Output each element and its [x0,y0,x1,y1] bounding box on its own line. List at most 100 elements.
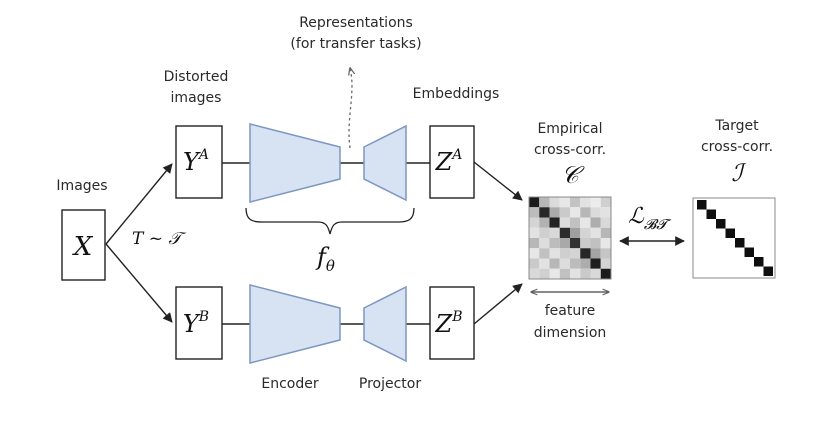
empirical-matrix-cell [570,258,581,269]
transform-label: T ~ 𝒯 [132,229,186,249]
distorted-images-label-line2: images [171,90,222,106]
empirical-matrix-cell [600,227,611,238]
embedding-b-symbol: ZB [435,309,463,338]
encoder-label: Encoder [261,376,318,392]
projector-label: Projector [359,376,421,392]
empirical-matrix-cell [529,207,540,218]
f-theta-symbol: fθ [315,243,335,275]
embedding-b-box [429,286,475,360]
arrow-x-to-yb [105,243,173,323]
target-matrix-cell [735,238,745,248]
embedding-a-symbol: ZA [435,147,463,176]
arrow-zb-to-cross-corr [473,283,523,325]
empirical-matrix-cell [590,248,601,259]
empirical-matrix-cell [570,197,581,208]
target-matrix-cell [763,266,773,276]
empirical-matrix-cell [600,238,611,249]
empirical-matrix-cell [570,227,581,238]
empirical-matrix-cell [600,268,611,279]
empirical-matrix-cell [559,197,570,208]
empirical-matrix-cell [570,217,581,228]
empirical-matrix-cell [549,248,560,259]
empirical-matrix-cell [549,258,560,269]
empirical-matrix-cell [549,227,560,238]
projector-a [363,124,407,202]
empirical-matrix-cell [529,248,540,259]
distorted-image-a-box [175,125,223,199]
empirical-matrix-cell [529,217,540,228]
empirical-matrix-cell [590,197,601,208]
distorted-image-a-symbol: YA [183,147,209,176]
empirical-matrix-cell [539,248,550,259]
target-cross-corr-matrix [697,200,773,276]
empirical-matrix-cell [529,197,540,208]
empirical-matrix-cell [549,217,560,228]
empirical-matrix-cell [570,268,581,279]
empirical-matrix-cell [559,268,570,279]
empirical-matrix-cell [539,217,550,228]
empirical-matrix-cell [590,238,601,249]
empirical-matrix-cell [529,268,540,279]
empirical-matrix-cell [600,197,611,208]
images-label: Images [56,178,107,194]
empirical-matrix-cell [529,238,540,249]
empirical-matrix-cell [570,238,581,249]
feature-dimension-label-line2: dimension [534,325,607,341]
target-matrix-cell [706,209,716,219]
empirical-cross-corr-label-line2: cross-corr. [534,142,606,158]
empirical-matrix-cell [539,227,550,238]
target-matrix-cell [697,200,707,210]
empirical-matrix-cell [570,207,581,218]
empirical-matrix-cell [580,207,591,218]
empirical-matrix-cell [580,227,591,238]
input-image-symbol: X [72,232,94,262]
target-matrix-cell [725,228,735,238]
empirical-matrix-cell [559,207,570,218]
empirical-cross-corr-frame [528,196,612,280]
feature-dimension-label-line1: feature [545,303,596,319]
empirical-matrix-cell [539,238,550,249]
empirical-matrix-cell [580,268,591,279]
target-cross-corr-label-line2: cross-corr. [701,139,773,155]
empirical-matrix-cell [549,238,560,249]
distorted-image-b-symbol: YB [183,309,209,338]
input-image-box [61,209,106,281]
empirical-matrix-cell [549,268,560,279]
embeddings-label: Embeddings [413,86,500,102]
empirical-matrix-cell [570,248,581,259]
empirical-matrix-cell [559,248,570,259]
arrow-za-to-cross-corr [473,161,523,201]
target-matrix-cell [754,257,764,267]
target-cross-corr-label-line1: Target [714,118,759,134]
empirical-matrix-cell [539,207,550,218]
empirical-cross-corr-matrix [529,197,611,279]
empirical-matrix-cell [600,207,611,218]
empirical-matrix-cell [539,268,550,279]
empirical-matrix-cell [590,258,601,269]
empirical-matrix-cell [590,227,601,238]
empirical-matrix-cell [580,248,591,259]
empirical-matrix-cell [549,207,560,218]
empirical-matrix-cell [590,268,601,279]
empirical-matrix-cell [580,217,591,228]
target-matrix-cell [716,219,726,229]
empirical-matrix-cell [539,197,550,208]
arrow-x-to-ya [105,163,173,245]
empirical-cross-corr-symbol: 𝒞 [561,161,585,189]
projector-b [363,285,407,363]
empirical-matrix-cell [600,258,611,269]
empirical-matrix-cell [549,197,560,208]
empirical-matrix-cell [539,258,550,269]
empirical-matrix-cell [559,238,570,249]
empirical-matrix-cell [559,258,570,269]
distorted-image-b-box [175,286,223,360]
empirical-matrix-cell [529,258,540,269]
f-theta-brace [245,207,415,235]
empirical-matrix-cell [600,248,611,259]
encoder-b [249,284,341,364]
representations-label-line1: Representations [299,15,413,31]
empirical-matrix-cell [590,217,601,228]
loss-symbol: ℒ𝓑𝓣 [628,204,672,233]
empirical-matrix-cell [600,217,611,228]
